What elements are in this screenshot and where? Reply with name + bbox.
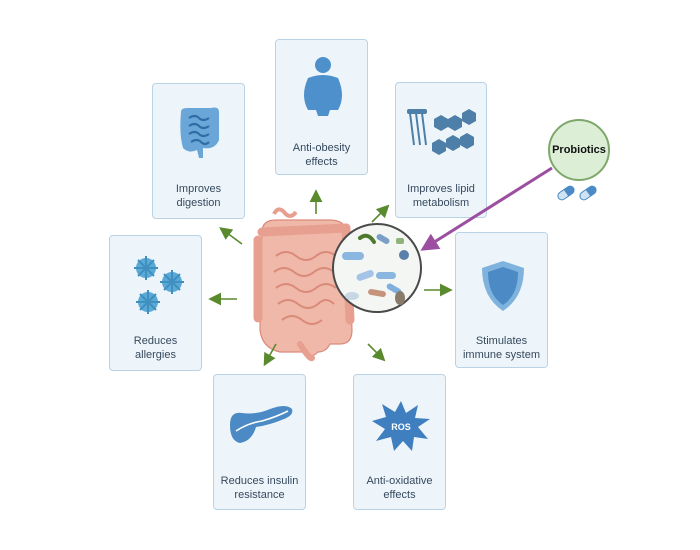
magnified-bacteria [332, 223, 422, 313]
card-reduces-allergies: Reduces allergies [109, 235, 202, 371]
allergen-icon [134, 256, 184, 314]
label-insulin-resistance: Reduces insulin resistance [220, 475, 299, 501]
label-anti-obesity: Anti-obesity effects [292, 142, 351, 168]
card-anti-oxidative: ROS Anti-oxidative effects [353, 374, 446, 510]
intestine-illustration [253, 207, 355, 362]
shield-icon [482, 261, 524, 311]
person-icon [304, 57, 342, 116]
ros-label: ROS [391, 422, 411, 432]
card-anti-obesity: Anti-obesity effects [275, 39, 368, 175]
card-lipid-metabolism: Improves lipid metabolism [395, 82, 487, 218]
label-immune-system: Stimulates immune system [462, 335, 541, 361]
benefit-arrows [208, 189, 453, 367]
capsule-icon [557, 185, 597, 201]
lipid-icon [407, 109, 476, 155]
label-improves-digestion: Improves digestion [175, 183, 222, 209]
card-immune-system: Stimulates immune system [455, 232, 548, 368]
card-insulin-resistance: Reduces insulin resistance [213, 374, 306, 510]
pancreas-icon [230, 406, 293, 443]
label-reduces-allergies: Reduces allergies [133, 335, 178, 361]
intestine-icon [180, 107, 219, 158]
probiotics-label: Probiotics [552, 144, 606, 156]
card-improves-digestion: Improves digestion [152, 83, 245, 219]
label-anti-oxidative: Anti-oxidative effects [366, 475, 433, 501]
label-lipid-metabolism: Improves lipid metabolism [407, 183, 475, 209]
probiotics-badge: Probiotics [548, 119, 610, 181]
ros-burst-icon: ROS [372, 401, 430, 451]
